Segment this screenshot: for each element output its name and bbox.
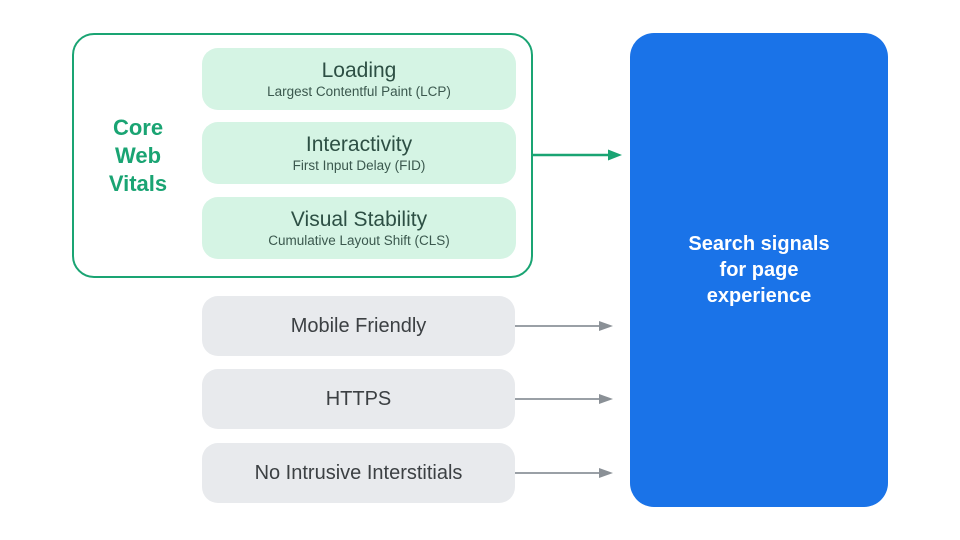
result-text-line: for page [719, 259, 799, 281]
core-web-vitals-label-line: Vitals [108, 170, 168, 196]
metric-title: Loading [321, 59, 397, 82]
metric-pill-interactivity: Interactivity First Input Delay (FID) [202, 122, 516, 184]
metric-title: Interactivity [305, 133, 413, 156]
metric-subtitle: Largest Contentful Paint (LCP) [267, 84, 451, 99]
result-text-line: Search signals [688, 233, 830, 255]
metric-subtitle: Cumulative Layout Shift (CLS) [268, 233, 450, 248]
arrow-no-intrusive-interstitials-to-result-icon [515, 468, 613, 478]
core-web-vitals-label-line: Web [114, 142, 162, 168]
arrow-https-to-result-icon [515, 394, 613, 404]
core-web-vitals-label: Core Web Vitals [74, 35, 202, 276]
signal-pill-mobile-friendly: Mobile Friendly [202, 296, 515, 356]
result-text-line: experience [706, 285, 812, 307]
signal-label: No Intrusive Interstitials [254, 461, 463, 484]
signal-label: Mobile Friendly [290, 314, 427, 337]
signal-pill-no-intrusive-interstitials: No Intrusive Interstitials [202, 443, 515, 503]
metric-pill-loading: Loading Largest Contentful Paint (LCP) [202, 48, 516, 110]
signal-pill-https: HTTPS [202, 369, 515, 429]
signal-label: HTTPS [325, 387, 392, 410]
search-signals-result-box: Search signals for page experience [630, 33, 888, 507]
arrow-mobile-friendly-to-result-icon [515, 321, 613, 331]
metric-subtitle: First Input Delay (FID) [292, 158, 426, 173]
metric-title: Visual Stability [290, 208, 428, 231]
search-signals-result-text: Search signals for page experience [688, 231, 829, 309]
arrow-core-web-vitals-to-result-icon [533, 149, 622, 161]
core-web-vitals-label-line: Core [112, 114, 164, 140]
metric-pill-visual-stability: Visual Stability Cumulative Layout Shift… [202, 197, 516, 259]
